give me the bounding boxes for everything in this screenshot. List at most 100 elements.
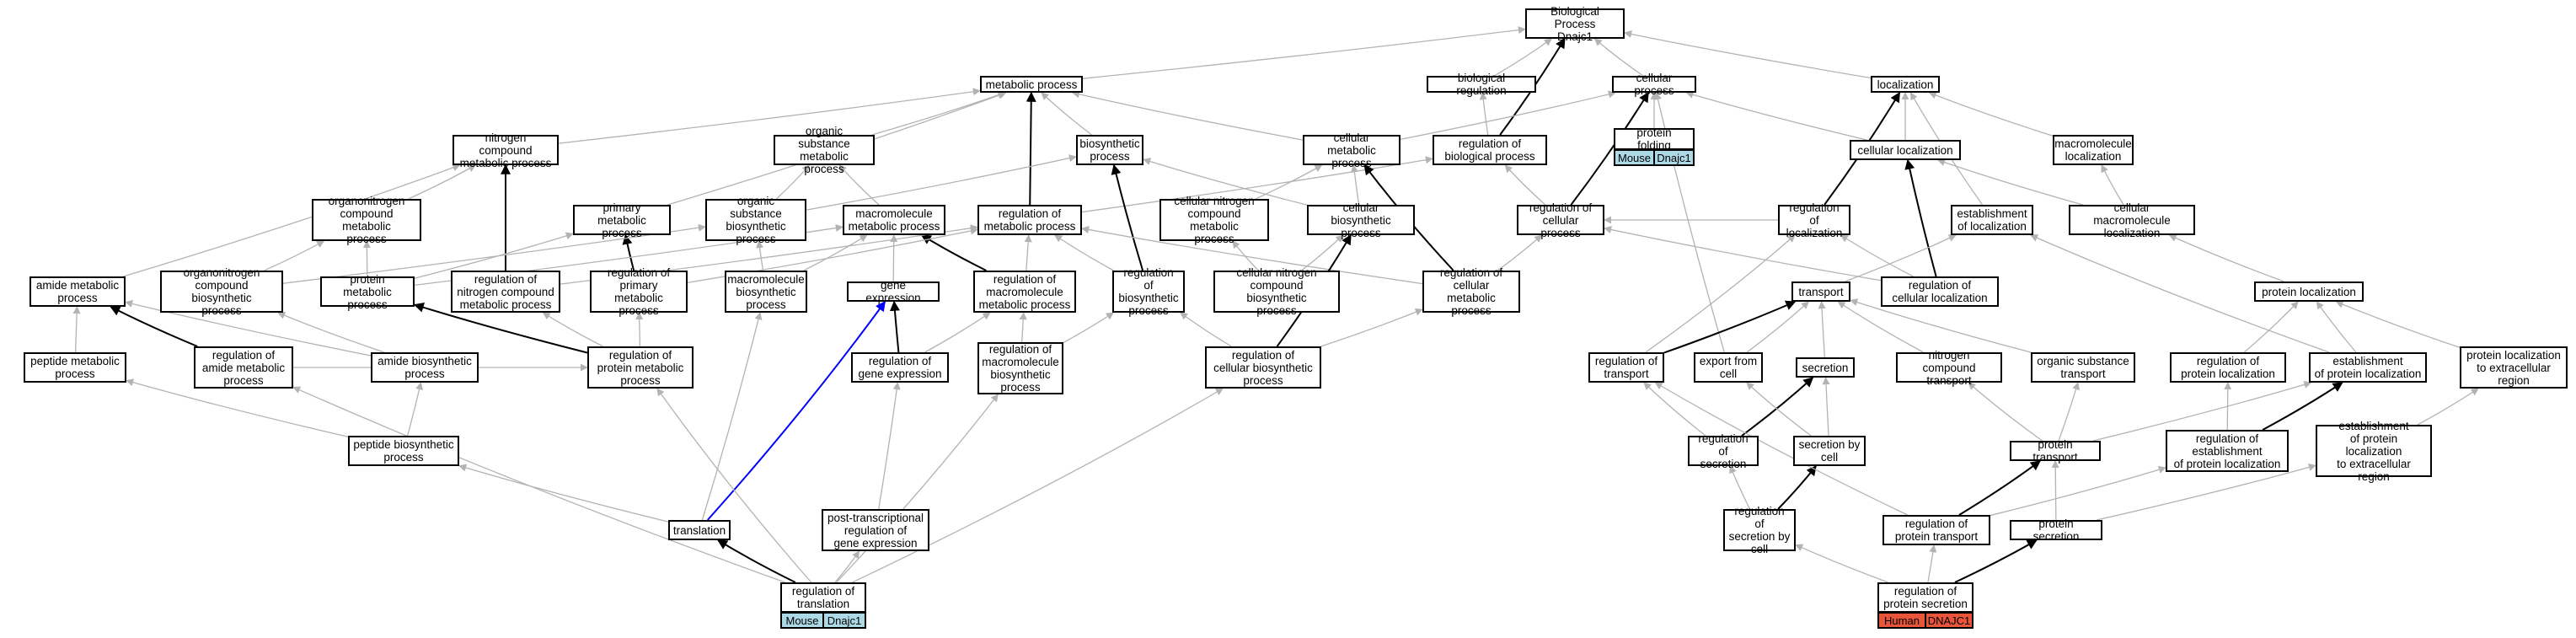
edge-regcellmet-to-regmet <box>1081 226 1423 285</box>
node-protsec[interactable]: protein secretion <box>2010 517 2102 543</box>
node-cellular[interactable]: cellular process <box>1612 72 1696 97</box>
edge-amidebio-to-orgnitrobio <box>277 311 385 353</box>
edge-regbio-to-bioreg <box>1479 92 1489 136</box>
node-amidebio[interactable]: amide biosynthetic process <box>371 352 479 383</box>
node-biosynth[interactable]: biosynthetic process <box>1076 135 1143 165</box>
edge-regprotmet-to-regnitro <box>542 312 603 347</box>
node-peptbio[interactable]: peptide biosynthetic process <box>348 436 459 466</box>
node-secbycell[interactable]: secretion by cell <box>1793 436 1866 466</box>
node-regsecbycell[interactable]: regulation of secretion by cell <box>1723 505 1796 555</box>
edge-reggene-to-regmacromet <box>924 312 991 353</box>
node-protlocext[interactable]: protein localization to extracellular re… <box>2460 346 2568 389</box>
node-estprotlocext[interactable]: establishment of protein localization to… <box>2316 420 2432 483</box>
edge-regprottrans-to-regtransport <box>1654 382 1908 516</box>
edge-localization-to-bp <box>1624 30 1872 79</box>
edge-orgsubbio-to-biosynth <box>806 154 1077 211</box>
node-regtranslation[interactable]: regulation of translation <box>780 582 866 613</box>
node-translation[interactable]: translation <box>668 520 731 540</box>
node-nitro[interactable]: nitrogen compound metabolic process <box>453 131 559 169</box>
edge-regtranslation-to-posttrans <box>834 550 860 583</box>
node-estloc[interactable]: establishment of localization <box>1951 205 2033 235</box>
edge-peptbio-to-amidebio <box>406 382 424 437</box>
node-regbio[interactable]: regulation of biological process <box>1433 135 1547 165</box>
node-transport[interactable]: transport <box>1791 281 1850 302</box>
node-orgsub[interactable]: organic substance metabolic process <box>774 125 875 175</box>
edge-cellbio-to-biosynth <box>1143 158 1308 206</box>
node-regprimary[interactable]: regulation of primary metabolic process <box>590 266 688 317</box>
edge-exportcell-to-transport <box>1746 301 1810 353</box>
node-regprotloc[interactable]: regulation of protein localization <box>2170 352 2286 383</box>
edge-regestprotloc-to-estprotloc <box>2262 382 2343 431</box>
node-protloc[interactable]: protein localization <box>2254 281 2364 302</box>
node-cellmet[interactable]: cellular metabolic process <box>1303 131 1400 169</box>
edge-orgsubtrans-to-transport <box>1850 298 2032 353</box>
edge-regprotsec-to-regprottrans <box>1927 544 1937 583</box>
node-regamide[interactable]: regulation of amide metabolic process <box>194 346 293 389</box>
node-orgnitrobio[interactable]: organonitrogen compound biosynthetic pro… <box>160 266 283 317</box>
node-amidemet[interactable]: amide metabolic process <box>29 276 126 307</box>
edge-peptmet-to-amidemet <box>72 306 81 353</box>
node-regestprotloc[interactable]: regulation of establishment of protein l… <box>2166 430 2289 472</box>
edge-regmet-to-regbio <box>1081 156 1433 213</box>
edge-regprotloc-to-protloc <box>2243 301 2299 353</box>
node-regnitro[interactable]: regulation of nitrogen compound metaboli… <box>451 271 560 313</box>
node-cellbio[interactable]: cellular biosynthetic process <box>1307 201 1415 239</box>
badge-mouse: Mouse <box>780 612 824 629</box>
node-cellmacroloc[interactable]: cellular macromolecule localization <box>2069 201 2195 239</box>
node-regprottrans[interactable]: regulation of protein transport <box>1882 515 1990 545</box>
node-regcellloc[interactable]: regulation of cellular localization <box>1881 276 1999 307</box>
node-regcell[interactable]: regulation of cellular process <box>1517 201 1604 239</box>
node-regprotsec[interactable]: regulation of protein secretion <box>1877 582 1974 613</box>
node-primary[interactable]: primary metabolic process <box>573 201 671 239</box>
node-secretion[interactable]: secretion <box>1796 357 1855 378</box>
node-regsec[interactable]: regulation of secretion <box>1688 432 1759 470</box>
node-prottrans[interactable]: protein transport <box>2010 438 2101 464</box>
node-reggene[interactable]: regulation of gene expression <box>851 352 949 383</box>
edge-regtransport-to-transport <box>1663 300 1797 354</box>
edge-regprotsec-to-protsec <box>1954 539 2038 583</box>
node-regloc[interactable]: regulation of localization <box>1778 201 1850 239</box>
edge-regcell-to-regbio <box>1504 164 1546 206</box>
node-peptmet[interactable]: peptide metabolic process <box>24 352 126 383</box>
node-posttrans[interactable]: post-transcriptional regulation of gene … <box>822 509 929 551</box>
node-exportcell[interactable]: export from cell <box>1694 352 1763 383</box>
node-macroloc[interactable]: macromolecule localization <box>2053 135 2134 165</box>
edge-regmet-to-metabolic <box>1026 91 1036 206</box>
node-regtransport[interactable]: regulation of transport <box>1588 352 1664 383</box>
node-bioreg[interactable]: biological regulation <box>1427 72 1536 97</box>
node-cellnitrobio[interactable]: cellular nitrogen compound biosynthetic … <box>1213 266 1340 317</box>
node-macrobio[interactable]: macromolecule biosynthetic process <box>725 271 807 313</box>
node-cellloc[interactable]: cellular localization <box>1850 140 1961 160</box>
node-protfold[interactable]: protein folding <box>1614 126 1695 152</box>
node-bp[interactable]: Biological Process Dnajc1 <box>1525 5 1625 43</box>
node-regcellbio[interactable]: regulation of cellular biosynthetic proc… <box>1205 346 1321 389</box>
edge-regmacrobio-to-regmacromet <box>1019 312 1027 343</box>
node-cellnitro[interactable]: cellular nitrogen compound metabolic pro… <box>1159 195 1269 245</box>
edge-cellnitrobio-to-cellbio <box>1301 234 1344 271</box>
edge-geneexp-to-macromet <box>890 234 898 282</box>
node-orgnitro[interactable]: organonitrogen compound metabolic proces… <box>312 195 421 245</box>
node-macromet[interactable]: macromolecule metabolic process <box>843 205 945 235</box>
node-orgsubbio[interactable]: organic substance biosynthetic process <box>705 195 806 245</box>
edge-regcellbio-to-regcellmet <box>1320 308 1423 347</box>
edge-cellmacroloc-to-macroloc <box>2101 164 2124 206</box>
node-regmacromet[interactable]: regulation of macromolecule metabolic pr… <box>973 271 1076 313</box>
node-regprotmet[interactable]: regulation of protein metabolic process <box>587 346 694 389</box>
node-protmet[interactable]: protein metabolic process <box>320 273 415 311</box>
node-regmacrobio[interactable]: regulation of macromolecule biosynthetic… <box>977 342 1063 394</box>
node-orgsubtrans[interactable]: organic substance transport <box>2031 352 2135 383</box>
node-estprotloc[interactable]: establishment of protein localization <box>2309 352 2427 383</box>
node-regmet[interactable]: regulation of metabolic process <box>977 205 1082 235</box>
edge-posttrans-to-reggene <box>878 382 901 510</box>
node-geneexp[interactable]: gene expression <box>847 279 940 304</box>
edge-transport-to-estloc <box>1845 234 1957 282</box>
node-localization[interactable]: localization <box>1871 76 1940 93</box>
edge-peptbio-to-peptmet <box>126 378 349 437</box>
edge-protsec-to-estprotlocext <box>2096 464 2316 521</box>
edge-regbiosynth-to-biosynth <box>1111 164 1144 271</box>
node-regcellmet[interactable]: regulation of cellular metabolic process <box>1422 266 1520 317</box>
node-metabolic[interactable]: metabolic process <box>980 76 1083 93</box>
edge-regtranslation-to-regmacrobio <box>836 394 999 583</box>
node-regbiosynth[interactable]: regulation of biosynthetic process <box>1112 266 1185 317</box>
node-nitrotrans[interactable]: nitrogen compound transport <box>1896 349 2002 387</box>
